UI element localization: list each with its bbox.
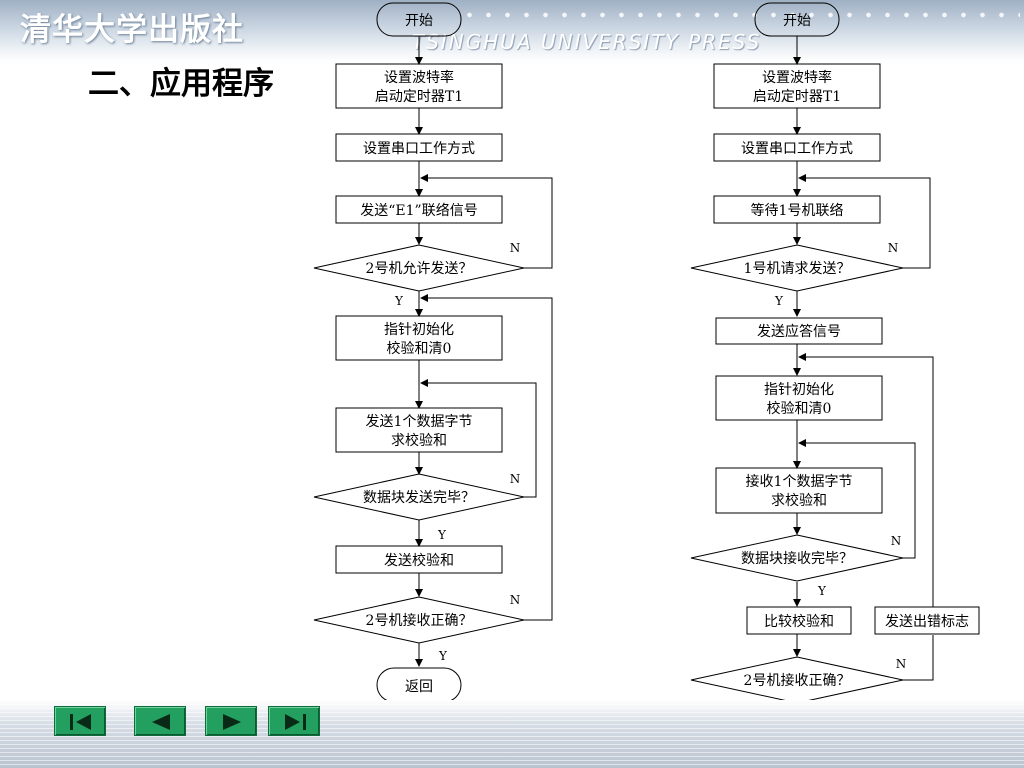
loop-edge [798,353,934,607]
block-done-label: 数据块接收完毕？ [741,550,853,567]
no-label: N [510,593,521,607]
no-label: N [888,241,899,255]
recv-byte-label-1: 接收1个数据字节 [746,473,853,490]
loop-edge [798,439,916,559]
no-label: N [896,657,907,671]
loop-edge [420,294,553,621]
serial-mode-box [335,133,503,162]
start-node [754,2,840,37]
right-flowchart [690,2,980,765]
send-checksum-box [335,545,503,574]
pointer-init-label-1: 指针初始化 [764,381,834,398]
wait-link-label: 等待1号机联络 [751,202,844,219]
send-signal-box [335,195,503,224]
skip-back-icon [70,714,91,730]
previous-icon [152,714,170,730]
next-slide-button[interactable] [205,706,257,736]
no-label: N [891,534,902,548]
left-flowchart-text: 开始 设置波特率 启动定时器T1 设置串口工作方式 发送“E1”联络信号 2号机… [360,13,520,695]
next-icon [223,714,241,730]
recv-byte-box [715,467,883,514]
first-slide-button[interactable] [54,706,106,736]
yes-label: Y [438,649,448,663]
send-error-flag-label: 发送出错标志 [885,614,969,630]
recv-ok-decision [313,596,525,644]
yes-label: Y [817,584,827,598]
recv-byte-label-2: 求校验和 [771,492,827,509]
request-send-decision [690,244,904,292]
yes-label: Y [394,294,404,308]
init-label-1: 设置波特率 [762,69,832,86]
return-label: 返回 [405,679,433,695]
init-label-1: 设置波特率 [384,69,454,86]
allow-send-label: 2号机允许发送？ [366,261,473,277]
start-label: 开始 [405,13,433,29]
right-flowchart-text: 开始 设置波特率 启动定时器T1 设置串口工作方式 等待1号机联络 1号机请求发… [741,13,969,757]
loop-edge [420,174,553,269]
send-ack-box [715,317,883,345]
header-dots [460,10,1020,20]
previous-slide-button[interactable] [134,706,186,736]
send-error-flag-box [874,606,980,635]
section-title: 二、应用程序 [88,66,274,102]
block-done-label: 数据块发送完毕？ [363,490,475,506]
serial-mode-label: 设置串口工作方式 [363,141,475,157]
allow-send-decision [313,244,525,292]
header-banner: 清华大学出版社 TSINGHUA UNIVERSITY PRESS [0,0,1024,62]
pointer-init-label-1: 指针初始化 [384,321,454,338]
loop-edge [798,174,931,269]
recv-ok-label: 2号机接收正确？ [744,672,851,689]
send-signal-label: 发送“E1”联络信号 [360,203,477,219]
init-label-2: 启动定时器T1 [753,89,841,105]
no-label: N [510,241,521,255]
send-checksum-label: 发送校验和 [384,552,454,569]
start-label: 开始 [783,13,811,29]
init-box [713,63,881,109]
last-slide-button[interactable] [268,706,320,736]
publisher-name: 清华大学出版社 [20,12,244,48]
start-node [376,2,462,37]
compare-checksum-box [746,606,852,635]
init-label-2: 启动定时器T1 [375,89,463,105]
block-done-decision [313,473,525,521]
send-byte-label-2: 求校验和 [391,432,447,449]
serial-mode-label: 设置串口工作方式 [741,141,853,157]
serial-mode-box [713,133,881,162]
recv-ok-label: 2号机接收正确？ [366,612,473,629]
error-edge [903,635,934,681]
yes-label: Y [774,294,784,308]
send-byte-box [335,407,503,453]
pointer-init-label-2: 校验和清0 [387,340,452,357]
loop-edge [420,379,537,498]
init-box [335,63,503,109]
pointer-init-label-2: 校验和清0 [767,400,832,417]
pointer-init-box [335,315,503,361]
wait-link-box [713,195,881,224]
block-done-decision [690,534,904,582]
press-name: TSINGHUA UNIVERSITY PRESS [412,30,762,54]
skip-forward-icon [285,714,306,730]
request-send-label: 1号机请求发送？ [744,261,851,277]
pointer-init-box [715,375,883,421]
no-label: N [510,472,521,486]
send-byte-label-1: 发送1个数据字节 [366,414,473,430]
yes-label: Y [437,528,447,542]
send-ack-label: 发送应答信号 [757,323,841,340]
compare-checksum-label: 比较校验和 [764,613,834,630]
